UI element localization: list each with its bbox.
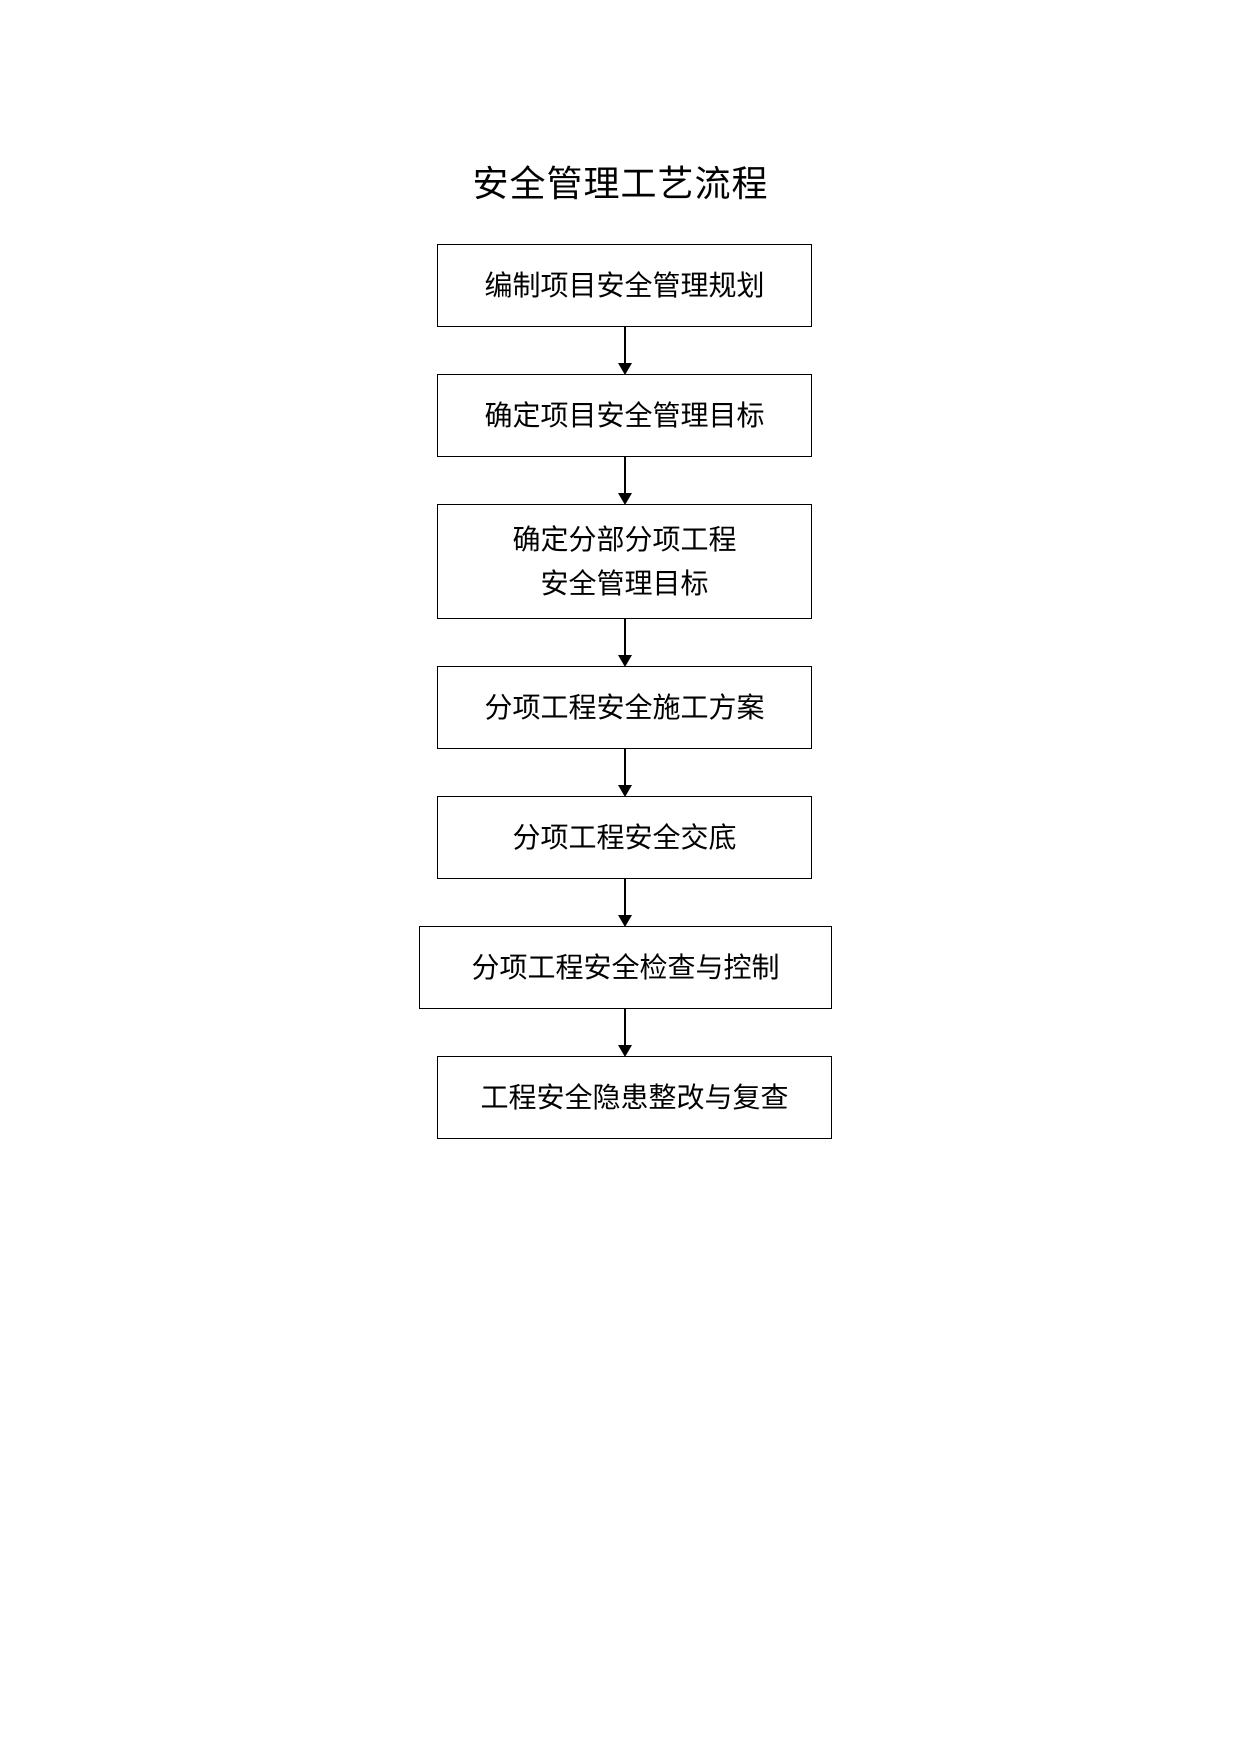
arrow-4-5 bbox=[618, 749, 632, 797]
step-4-box: 分项工程安全施工方案 bbox=[437, 666, 812, 749]
arrow-1-2 bbox=[618, 327, 632, 375]
step-2-box: 确定项目安全管理目标 bbox=[437, 374, 812, 457]
step-6-label: 分项工程安全检查与控制 bbox=[471, 950, 780, 984]
step-3-label-line-2: 安全管理目标 bbox=[540, 566, 709, 600]
flowchart-title: 安全管理工艺流程 bbox=[472, 164, 769, 205]
arrow-5-6 bbox=[618, 879, 632, 927]
step-3-box: 确定分部分项工程 安全管理目标 bbox=[437, 504, 812, 619]
step-5-label: 分项工程安全交底 bbox=[512, 820, 737, 854]
arrow-2-3 bbox=[618, 457, 632, 505]
step-6-box: 分项工程安全检查与控制 bbox=[419, 926, 832, 1009]
step-4-label: 分项工程安全施工方案 bbox=[484, 690, 765, 724]
step-7-label: 工程安全隐患整改与复查 bbox=[480, 1080, 789, 1114]
arrow-6-7 bbox=[618, 1009, 632, 1057]
arrow-3-4 bbox=[618, 619, 632, 667]
step-1-box: 编制项目安全管理规划 bbox=[437, 244, 812, 327]
step-1-label: 编制项目安全管理规划 bbox=[484, 268, 765, 302]
step-7-box: 工程安全隐患整改与复查 bbox=[437, 1056, 832, 1139]
step-5-box: 分项工程安全交底 bbox=[437, 796, 812, 879]
step-3-label-line-1: 确定分部分项工程 bbox=[512, 522, 737, 556]
step-2-label: 确定项目安全管理目标 bbox=[484, 398, 765, 432]
